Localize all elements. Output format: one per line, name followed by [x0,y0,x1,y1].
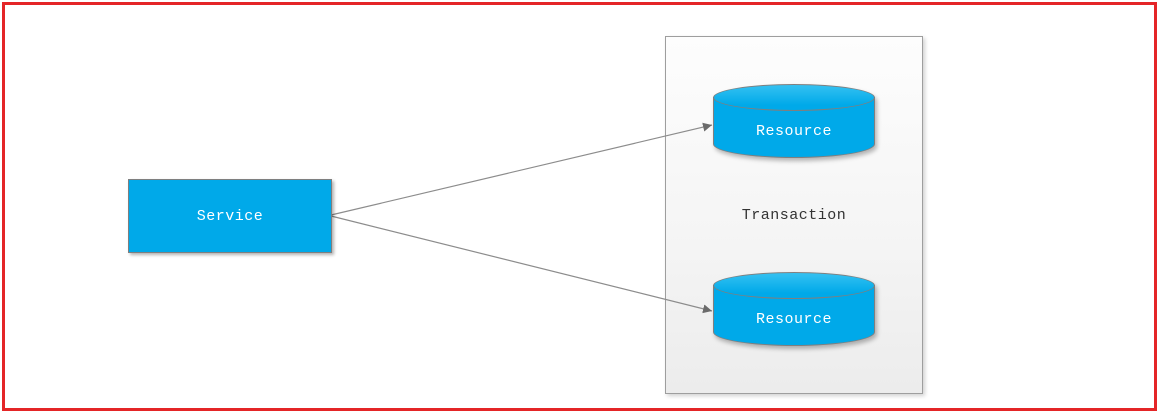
cylinder-top [713,272,875,299]
resource-node-2[interactable]: Resource [713,272,875,346]
resource-label-2: Resource [755,310,832,328]
service-label: Service [196,207,264,225]
service-node[interactable]: Service [128,179,332,253]
connector-service-to-resource-2[interactable] [330,215,713,314]
transaction-label: Transaction [741,207,847,224]
resource-node-1[interactable]: Resource [713,84,875,158]
connector-service-to-resource-1[interactable] [330,122,713,216]
cylinder-top [713,84,875,111]
resource-label-1: Resource [755,122,832,140]
